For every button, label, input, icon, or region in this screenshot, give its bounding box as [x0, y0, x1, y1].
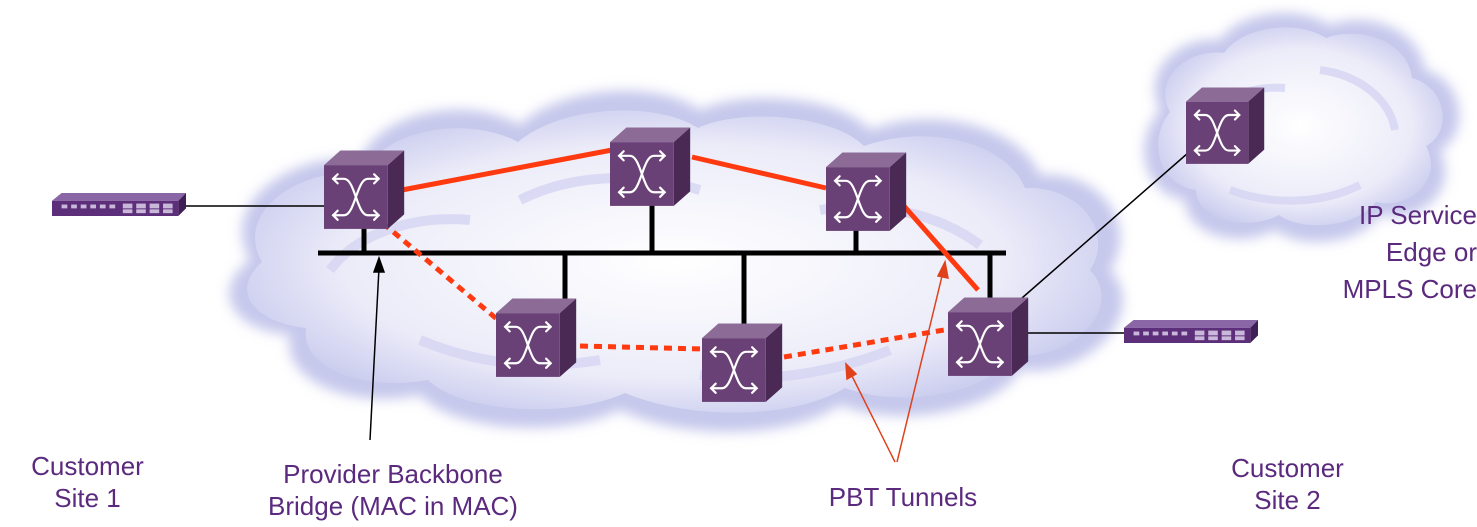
ip-service-edge-label: IP Service Edge or MPLS Core	[1292, 197, 1477, 308]
customer-site-1-label: Customer Site 1	[0, 450, 175, 514]
edge-switch-icon	[1124, 320, 1258, 344]
switch-cube-icon	[702, 322, 784, 402]
customer-site-2-line-2: Site 2	[1254, 485, 1321, 515]
pbt-tunnel-backup	[370, 212, 951, 360]
customer-site-1-line-2: Site 1	[54, 483, 121, 513]
switch-cube-icon	[496, 297, 578, 377]
switch-cube-icon	[610, 126, 692, 206]
switch-cube-icon	[948, 296, 1030, 376]
switch-cube-icon	[1186, 86, 1266, 164]
pbt-annotation-arrows	[845, 259, 949, 463]
ip-service-line-1: IP Service	[1358, 200, 1477, 230]
customer-site-1-line-1: Customer	[31, 451, 144, 481]
ip-service-line-3: MPLS Core	[1342, 274, 1477, 304]
edge-switch-icon	[52, 193, 186, 217]
customer-site-2-label: Customer Site 2	[1200, 452, 1375, 516]
pbb-label-line-1: Provider Backbone	[283, 459, 503, 489]
pbb-label: Provider Backbone Bridge (MAC in MAC)	[268, 458, 518, 522]
customer-site-2-line-1: Customer	[1231, 453, 1344, 483]
pbt-tunnels-label: PBT Tunnels	[818, 481, 988, 513]
pbt-tunnel-primary	[401, 147, 980, 292]
pbb-annotation-arrow	[369, 255, 386, 441]
switch-cube-icon	[324, 149, 406, 229]
ip-service-cloud-icon	[1144, 12, 1460, 242]
access-links	[185, 145, 1197, 334]
switch-cube-icon	[826, 151, 908, 231]
pbt-tunnels-text: PBT Tunnels	[828, 482, 978, 512]
pbb-label-line-2: Bridge (MAC in MAC)	[268, 491, 518, 521]
ip-service-line-2: Edge or	[1385, 237, 1477, 267]
